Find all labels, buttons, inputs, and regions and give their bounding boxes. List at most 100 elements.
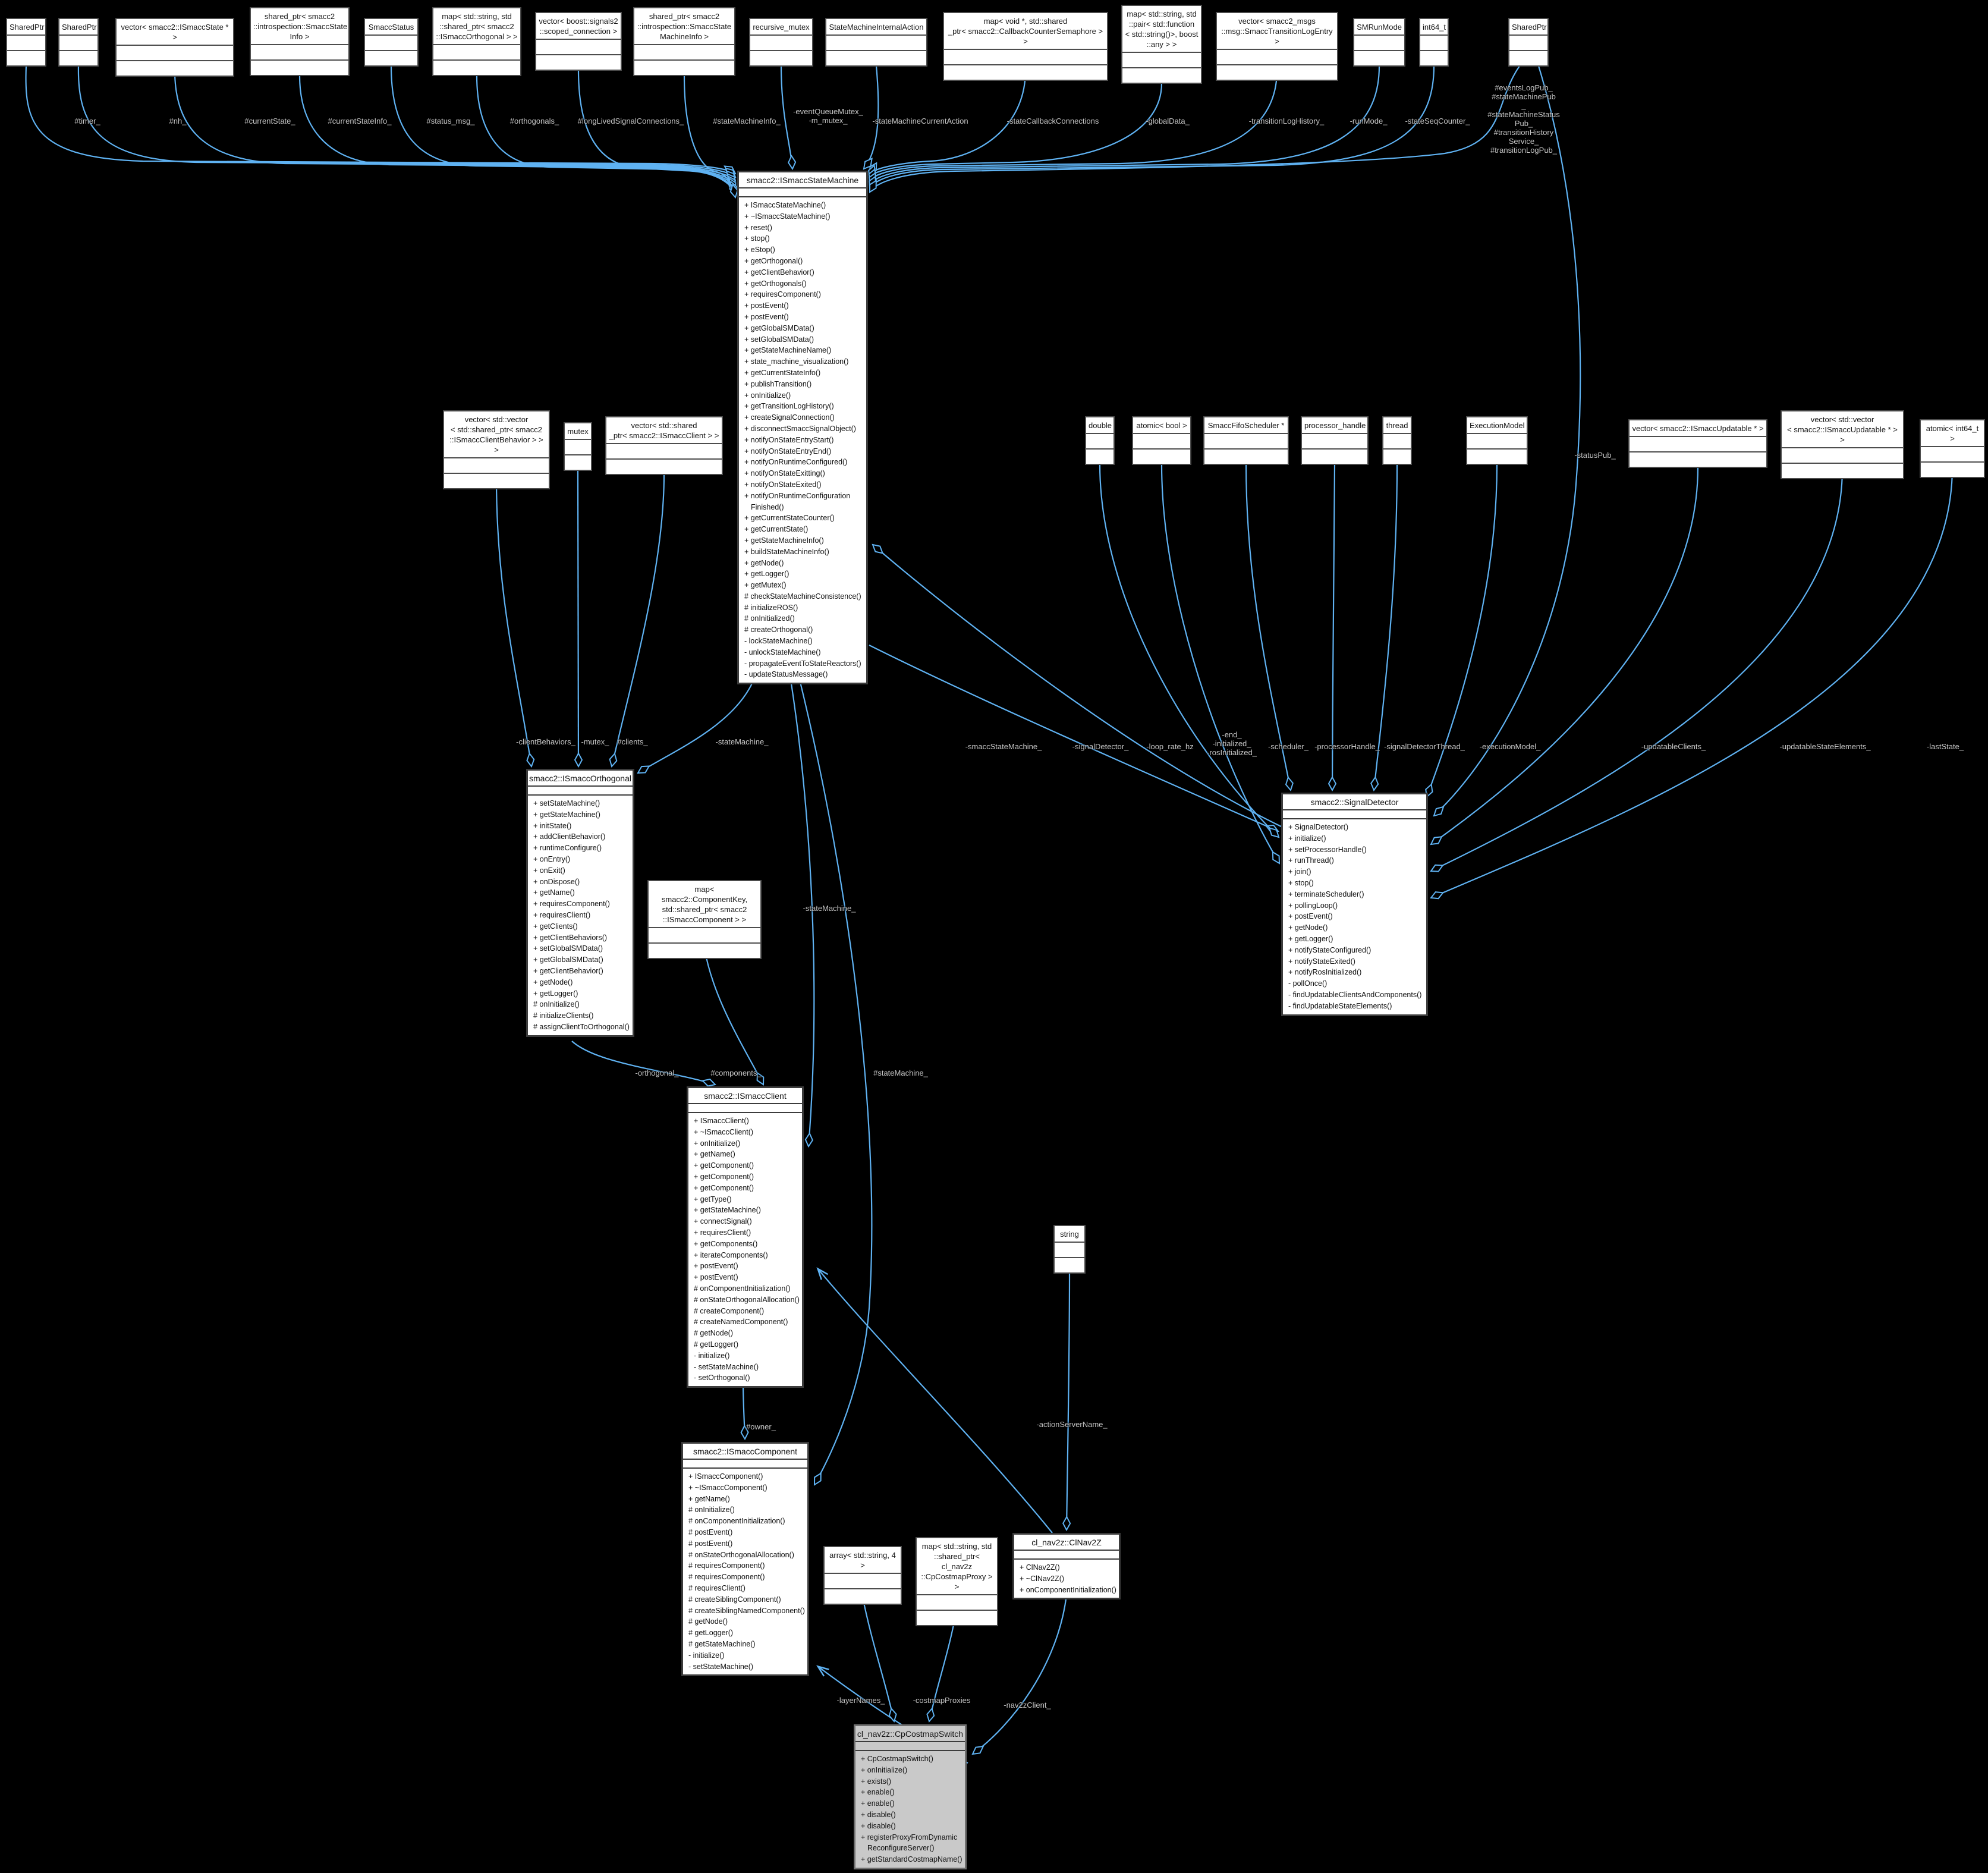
methods-compartment xyxy=(1217,65,1337,80)
method-item: # createSiblingComponent() xyxy=(688,1595,781,1604)
method-item: # onComponentInitialization() xyxy=(694,1284,791,1293)
method-item: + postEvent() xyxy=(694,1262,738,1271)
method-item: # getStateMachine() xyxy=(688,1639,756,1648)
member-aggregation-edge xyxy=(390,65,737,188)
attributes-compartment xyxy=(1014,1551,1119,1560)
member-aggregation-edge xyxy=(861,1594,897,1723)
methods-compartment xyxy=(750,51,812,65)
methods-compartment: + SignalDetector()+ initialize()+ setPro… xyxy=(1283,819,1426,1014)
method-item: + buildStateMachineInfo() xyxy=(744,547,829,556)
method-item: + onExit() xyxy=(533,866,565,875)
method-item: + onInitialize() xyxy=(694,1139,741,1148)
methods-compartment xyxy=(1302,450,1367,464)
member-aggregation-edge xyxy=(609,474,665,768)
member-aggregation-edge xyxy=(869,65,1380,186)
method-item: + stop() xyxy=(744,234,770,243)
methods-compartment xyxy=(1630,452,1766,467)
class-box-ismaccstatemachine[interactable]: smacc2::ISmaccStateMachine+ ISmaccStateM… xyxy=(737,171,868,685)
member-aggregation-edge xyxy=(1425,464,1498,798)
member-aggregation-edge xyxy=(869,65,1520,193)
class-box-signaldetector[interactable]: smacc2::SignalDetector+ SignalDetector()… xyxy=(1281,793,1428,1016)
edge-label: -end_ -initialized_ -rosInitialized_ xyxy=(1207,730,1257,757)
member-aggregation-edge xyxy=(571,1041,716,1087)
method-item: + onEntry() xyxy=(533,854,571,863)
attributes-compartment xyxy=(536,40,621,55)
class-box-ismaccclient[interactable]: smacc2::ISmaccClient+ ISmaccClient()+ ~I… xyxy=(687,1086,804,1388)
edge-label: #stateMachine_ xyxy=(873,1069,928,1077)
method-item: + getOrthogonal() xyxy=(744,256,803,265)
method-item: + onInitialize() xyxy=(744,391,791,400)
method-item: - findUpdatableStateElements() xyxy=(1288,1001,1392,1010)
attributes-compartment xyxy=(444,458,549,474)
type-box-smrunmode: SMRunMode xyxy=(1353,18,1405,67)
method-item: + ~ISmaccClient() xyxy=(694,1127,754,1136)
method-item: + terminateScheduler() xyxy=(1288,890,1364,898)
class-box-ismacccomponent[interactable]: smacc2::ISmaccComponent+ ISmaccComponent… xyxy=(681,1442,809,1677)
class-box-clnav2z[interactable]: cl_nav2z::ClNav2Z+ ClNav2Z()+ ~ClNav2Z()… xyxy=(1012,1533,1121,1600)
member-aggregation-edge xyxy=(577,70,737,195)
methods-compartment xyxy=(433,61,520,75)
method-item: + getStateMachineName() xyxy=(744,346,832,355)
type-box-smaccfifoscheduler: SmaccFifoScheduler * xyxy=(1203,416,1289,465)
method-item: + getCurrentStateCounter() xyxy=(744,514,835,523)
attributes-compartment xyxy=(1283,810,1426,819)
method-item: # onComponentInitialization() xyxy=(688,1517,785,1526)
methods-compartment xyxy=(917,1611,997,1625)
method-item: + registerProxyFromDynamic ReconfigureSe… xyxy=(861,1833,958,1853)
method-item: + ~ClNav2Z() xyxy=(1020,1574,1065,1583)
method-item: # checkStateMachineConsistence() xyxy=(744,592,861,601)
edge-label: #orthogonals_ xyxy=(509,117,559,125)
class-box-cpcostmapswitch[interactable]: cl_nav2z::CpCostmapSwitch+ CpCostmapSwit… xyxy=(854,1724,967,1869)
class-title: smacc2::ISmaccStateMachine xyxy=(739,172,866,188)
method-item: # onStateOrthogonalAllocation() xyxy=(694,1295,800,1304)
type-box-title: map< std::string, std ::shared_ptr< cl_n… xyxy=(917,1538,997,1595)
edge-label: #stateMachineInfo_ xyxy=(713,117,781,125)
method-item: - lockStateMachine() xyxy=(744,637,813,646)
member-aggregation-edge xyxy=(863,65,879,170)
method-item: # createOrthogonal() xyxy=(744,626,813,634)
methods-compartment: + ISmaccStateMachine()+ ~ISmaccStateMach… xyxy=(739,197,866,683)
type-box-title: atomic< bool > xyxy=(1133,417,1190,434)
attributes-compartment xyxy=(649,928,760,944)
method-item: # initializeClients() xyxy=(533,1011,594,1020)
method-item: + ISmaccClient() xyxy=(694,1117,749,1125)
method-item: + notifyStateExited() xyxy=(1288,957,1355,966)
type-box-title: string xyxy=(1055,1226,1084,1243)
method-item: + getStateMachine() xyxy=(533,810,600,819)
class-title: cl_nav2z::ClNav2Z xyxy=(1014,1535,1119,1551)
method-item: + getClientBehavior() xyxy=(744,268,814,276)
method-item: + getCurrentStateInfo() xyxy=(744,368,821,377)
class-box-ismaccorthogonal[interactable]: smacc2::ISmaccOrthogonal+ setStateMachin… xyxy=(526,769,634,1037)
method-item: - setStateMachine() xyxy=(688,1662,754,1671)
methods-compartment xyxy=(1420,51,1448,65)
method-item: + getComponent() xyxy=(694,1172,754,1181)
method-item: + getStandardCostmapName() xyxy=(861,1855,962,1864)
method-item: + join() xyxy=(1288,868,1311,876)
type-box-title: StateMachineInternalAction xyxy=(826,19,926,36)
attributes-compartment xyxy=(688,1104,802,1113)
method-item: # initializeROS() xyxy=(744,603,798,612)
type-box-processor-handle: processor_handle xyxy=(1301,416,1369,465)
method-item: + getCurrentState() xyxy=(744,525,809,534)
method-item: + notifyOnStateEntryEnd() xyxy=(744,447,832,455)
edge-label: -executionModel_ xyxy=(1479,742,1541,751)
method-item: + getClients() xyxy=(533,922,578,931)
edge-label: -stateCallbackConnections xyxy=(1006,117,1099,125)
method-item: + ~ISmaccComponent() xyxy=(688,1483,767,1492)
attributes-compartment xyxy=(739,188,866,197)
methods-compartment xyxy=(536,55,621,70)
method-item: + disconnectSmaccSignalObject() xyxy=(744,424,856,433)
class-title: smacc2::ISmaccOrthogonal xyxy=(528,771,633,787)
method-item: # postEvent() xyxy=(688,1528,733,1536)
method-item: # createNamedComponent() xyxy=(694,1318,788,1327)
attributes-compartment xyxy=(1509,36,1547,51)
member-aggregation-edge xyxy=(971,1594,1068,1755)
method-item: + getComponents() xyxy=(694,1239,758,1248)
type-box-vector-ismaccclient: vector< std::shared _ptr< smacc2::ISmacc… xyxy=(605,416,723,475)
methods-compartment xyxy=(1055,1258,1084,1272)
method-item: - findUpdatableClientsAndComponents() xyxy=(1288,990,1422,999)
type-box-smaccstatus: SmaccStatus xyxy=(364,18,419,67)
methods-compartment xyxy=(1383,450,1411,464)
method-item: + requiresComponent() xyxy=(744,290,821,299)
member-aggregation-edge xyxy=(495,478,535,768)
